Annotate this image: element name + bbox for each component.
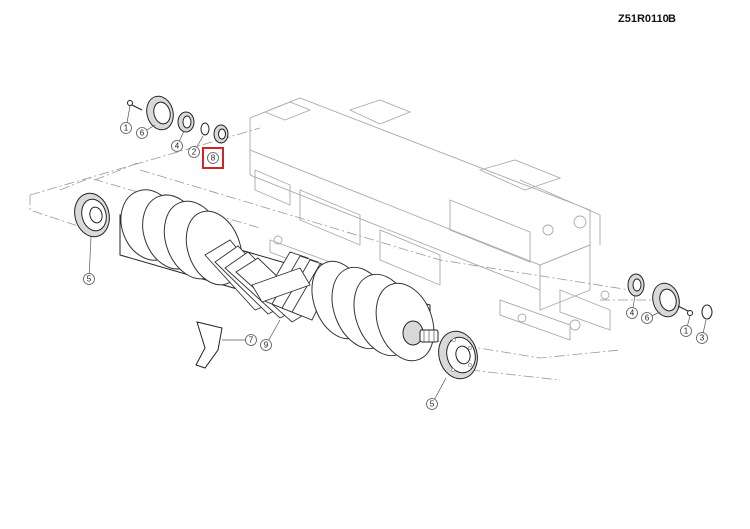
callout-5-left: 5 bbox=[83, 273, 95, 285]
tine-section bbox=[204, 239, 337, 323]
callout-6: 6 bbox=[136, 127, 148, 139]
callout-6-right: 6 bbox=[641, 312, 653, 324]
svg-text:1: 1 bbox=[684, 327, 689, 336]
svg-text:1: 1 bbox=[124, 124, 129, 133]
svg-text:2: 2 bbox=[192, 148, 197, 157]
callout-8: 8 bbox=[207, 152, 219, 164]
svg-text:3: 3 bbox=[700, 334, 705, 343]
left-bearing-flange bbox=[74, 192, 110, 238]
callout-1: 1 bbox=[120, 122, 132, 134]
callout-9: 9 bbox=[260, 339, 272, 351]
highlight-box bbox=[202, 147, 224, 169]
svg-text:5: 5 bbox=[87, 275, 92, 284]
callout-4: 4 bbox=[171, 140, 183, 152]
callout-3: 3 bbox=[696, 332, 708, 344]
svg-text:9: 9 bbox=[264, 341, 269, 350]
callout-5-right: 5 bbox=[426, 398, 438, 410]
svg-text:7: 7 bbox=[249, 336, 254, 345]
lower-right-hardware bbox=[627, 273, 713, 320]
upper-left-hardware bbox=[127, 95, 229, 144]
svg-text:4: 4 bbox=[175, 142, 180, 151]
svg-text:6: 6 bbox=[140, 129, 145, 138]
drawing-revision: B bbox=[668, 13, 676, 25]
svg-text:8: 8 bbox=[211, 154, 216, 163]
svg-text:4: 4 bbox=[630, 309, 635, 318]
svg-text:6: 6 bbox=[645, 314, 650, 323]
callout-1-right: 1 bbox=[680, 325, 692, 337]
auger-rotor bbox=[119, 189, 439, 362]
scraper-plate bbox=[195, 321, 223, 369]
callout-4-right: 4 bbox=[626, 307, 638, 319]
right-bearing-flange bbox=[438, 330, 478, 380]
callout-7: 7 bbox=[245, 334, 257, 346]
drawing-code: Z51R0110 bbox=[618, 13, 669, 25]
callout-2: 2 bbox=[188, 146, 200, 158]
svg-text:5: 5 bbox=[430, 400, 435, 409]
